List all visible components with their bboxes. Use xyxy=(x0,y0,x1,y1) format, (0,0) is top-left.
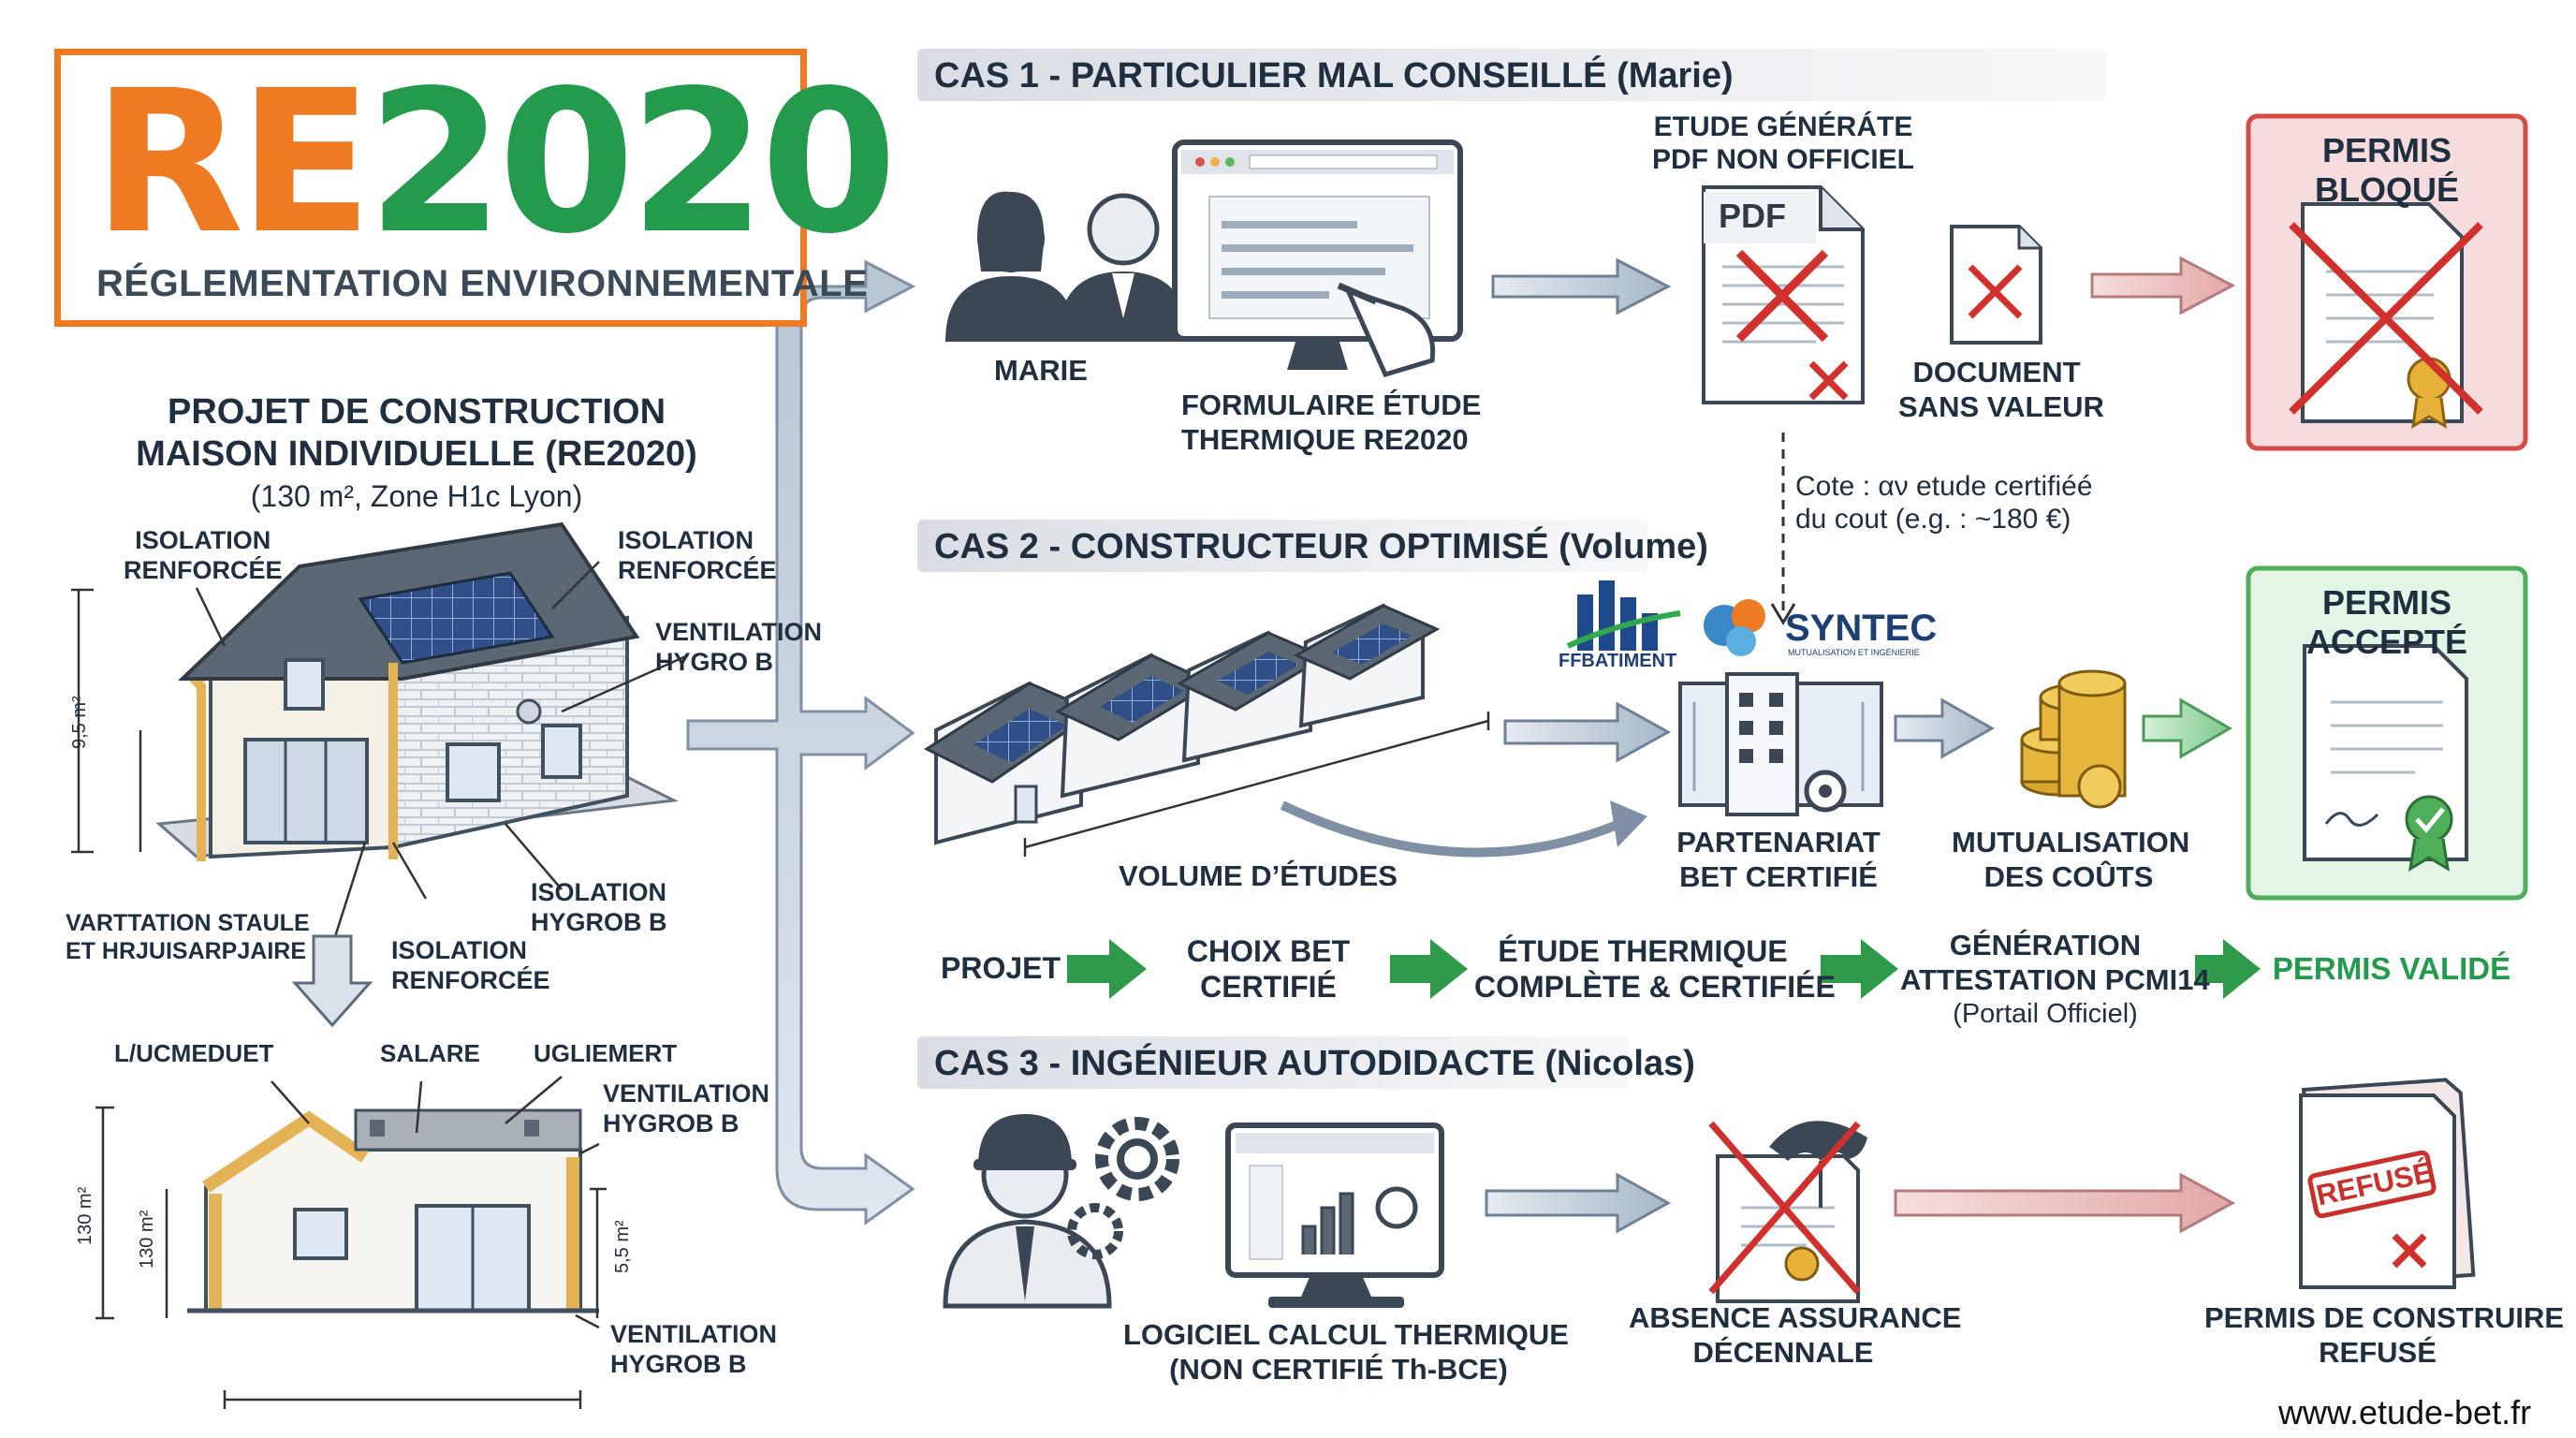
section-dim-inner: 130 m² xyxy=(137,1210,157,1269)
software-computer-icon xyxy=(1225,1123,1444,1308)
permis-bloque-header: PERMIS BLOQUÉ xyxy=(2314,131,2459,209)
section-label-right: UGLIEMERT xyxy=(534,1039,678,1067)
syntec-logo-sub: MUTUALISATION ET INGÉNIERIE xyxy=(1788,648,1920,657)
pdf-doc-icon xyxy=(1702,185,1865,404)
case2-banner: CAS 2 - CONSTRUCTEUR OPTIMISÉ (Volume) xyxy=(917,520,1708,572)
dim-height: 9,5 m² xyxy=(69,696,90,749)
arrow-c1-2 xyxy=(2090,256,2236,315)
logo-title: RE2020 xyxy=(93,48,898,277)
branch-arrows xyxy=(686,259,916,1225)
case1-doc-label: DOCUMENT SANS VALEUR xyxy=(1898,356,2104,423)
process-portal-label: (Portail Officiel) xyxy=(1953,999,2138,1029)
small-doc-icon xyxy=(1950,225,2042,345)
label-isolation-right: ISOLATION RENFORCÉE xyxy=(618,526,777,584)
process-step-generation: GÉNÉRATION ATTESTATION PCMI14 xyxy=(1900,929,2210,996)
case2-volume-label: VOLUME D’ÉTUDES xyxy=(1119,859,1398,892)
down-arrow xyxy=(291,934,373,1028)
footer-url[interactable]: www.etude-bet.fr xyxy=(2277,1393,2532,1431)
logo-subtitle: RÉGLEMENTATION ENVIRONNEMENTALE xyxy=(96,263,869,304)
engineer-icon xyxy=(943,1114,1112,1309)
accepted-doc-icon xyxy=(2303,644,2468,872)
case1-person-label: MARIE xyxy=(994,354,1088,387)
label-ventilation: VENTILATION HYGRO B xyxy=(655,618,822,676)
re2020-logo: RE2020 RÉGLEMENTATION ENVIRONNEMENTALE xyxy=(54,49,898,327)
section-ventilation-bottom: VENTILATION HYGROB B xyxy=(610,1320,777,1378)
houses-row-icon xyxy=(923,603,1647,858)
case3-result-label: PERMIS DE CONSTRUIRE REFUSÉ xyxy=(2204,1301,2565,1369)
arrow-c2-3 xyxy=(2142,697,2233,759)
case2-partner-label: PARTENARIAT BET CERTIFIÉ xyxy=(1676,826,1881,893)
label-isolation-left: ISOLATION RENFORCÉE xyxy=(124,526,283,584)
arrow-c2-2 xyxy=(1894,697,1996,759)
arrow-c2-1 xyxy=(1503,701,1672,763)
process-step-etude: ÉTUDE THERMIQUE COMPLÈTE & CERTIFIÉE xyxy=(1474,934,1836,1004)
computer-form-icon xyxy=(1172,139,1463,378)
refused-doc-icon xyxy=(2299,1078,2476,1289)
case2-mutual-label: MUTUALISATION DES COÛTS xyxy=(1952,826,2190,893)
project-title-line2: MAISON INDIVIDUELLE (RE2020) xyxy=(136,433,697,474)
dashed-pointer-head xyxy=(1770,603,1796,625)
case1-banner: CAS 1 - PARTICULIER MAL CONSEILLÉ (Marie… xyxy=(917,49,2106,101)
ffb-logo-text: FFBATIMENT xyxy=(1559,651,1677,671)
coins-icon xyxy=(2020,669,2127,809)
section-dim-right: 5,5 m² xyxy=(612,1220,633,1273)
house-illustration xyxy=(71,521,689,946)
ffb-logo-icon xyxy=(1566,580,1681,651)
syntec-logo-icon xyxy=(1704,599,1765,656)
case1-cost-note: Cote : αν etude certifiéé du cout (e.g. … xyxy=(1795,471,2093,536)
section-ventilation-top: VENTILATION HYGROB B xyxy=(603,1079,769,1137)
project-subtitle: (130 m², Zone H1c Lyon) xyxy=(250,478,583,513)
process-arrows xyxy=(1067,939,2261,999)
process-step-permis-valide: PERMIS VALIDÉ xyxy=(2272,951,2511,986)
section-dim-outer: 130 m² xyxy=(75,1186,95,1245)
label-isolation-hygro: ISOLATION HYGROB B xyxy=(531,878,667,936)
section-drawing xyxy=(95,1076,607,1409)
gears-icon xyxy=(1067,1117,1179,1259)
arrow-c1-1 xyxy=(1491,257,1672,315)
case3-software-label: LOGICIEL CALCUL THERMIQUE (NON CERTIFIÉ … xyxy=(1123,1318,1569,1386)
label-ventilation-stat: VARTTATION STAULE ET HRJUISARPJAIRE xyxy=(66,910,310,964)
label-isolation-bottom: ISOLATION RENFORCÉE xyxy=(391,936,550,994)
case3-insurance-label: ABSENCE ASSURANCE DÉCENNALE xyxy=(1629,1301,1962,1369)
pdf-text: PDF xyxy=(1719,197,1786,235)
bet-building-icon xyxy=(1678,672,1883,816)
blocked-doc-icon xyxy=(2289,202,2483,429)
arrow-c3-2 xyxy=(1894,1172,2236,1234)
syntec-logo-text: SYNTEC xyxy=(1785,608,1938,649)
case3-banner: CAS 3 - INGÉNIEUR AUTODIDACTE (Nicolas) xyxy=(917,1036,1695,1089)
project-title-line1: PROJET DE CONSTRUCTION xyxy=(167,392,666,432)
case1-pdf-label: ETUDE GÉNÉRÁTE PDF NON OFFICIEL xyxy=(1652,111,1914,176)
insurance-icon xyxy=(1708,1121,1867,1303)
arrow-c3-1 xyxy=(1485,1172,1672,1234)
project-title: PROJET DE CONSTRUCTION MAISON INDIVIDUEL… xyxy=(94,391,739,514)
people-icon xyxy=(945,191,1189,342)
section-label-left: L/UCMEDUET xyxy=(114,1039,274,1067)
process-step-choix: CHOIX BET CERTIFIÉ xyxy=(1186,934,1351,1004)
section-label-middle: SALARE xyxy=(380,1039,480,1067)
process-step-projet: PROJET xyxy=(941,951,1061,985)
case1-form-label: FORMULAIRE ÉTUDE THERMIQUE RE2020 xyxy=(1181,389,1482,456)
permis-accepte-header: PERMIS ACCEPTÉ xyxy=(2305,583,2468,661)
